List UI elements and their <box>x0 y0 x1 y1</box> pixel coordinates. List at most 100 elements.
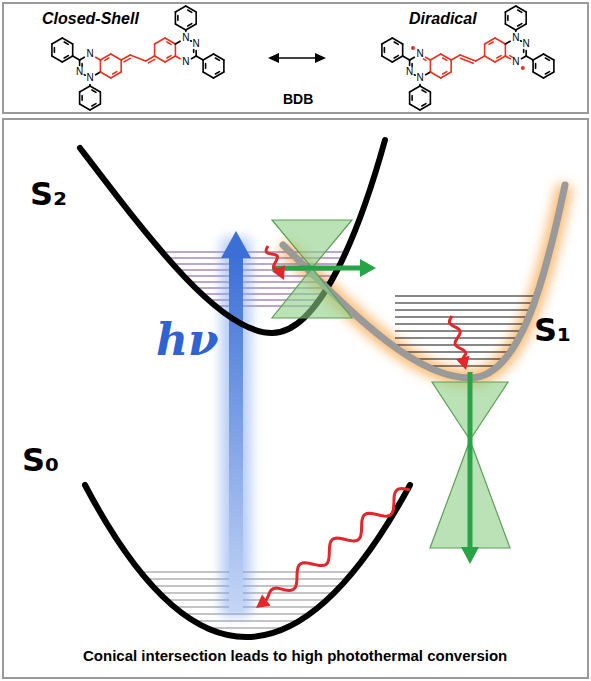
bond <box>92 104 96 106</box>
atom-symbol: N <box>182 57 189 67</box>
bond <box>409 92 411 104</box>
bond <box>410 57 415 60</box>
bond <box>202 60 204 72</box>
bond <box>195 12 197 24</box>
bond <box>450 60 452 72</box>
bond <box>92 90 96 92</box>
bond <box>167 56 171 58</box>
bond <box>384 48 386 53</box>
cone <box>272 220 352 268</box>
bond <box>64 42 68 44</box>
atom-symbol: N <box>193 39 200 49</box>
bond <box>205 64 207 69</box>
bond <box>175 56 180 59</box>
bond <box>426 57 431 60</box>
bond <box>175 12 177 24</box>
atom-symbol: N <box>416 49 423 59</box>
bond <box>510 56 513 57</box>
transfer-arrow <box>272 266 362 271</box>
bond <box>177 16 179 21</box>
radical-dot <box>411 46 415 50</box>
resonance-arrow <box>268 53 326 63</box>
bond <box>175 44 177 56</box>
bond <box>120 60 122 72</box>
s1-curve <box>283 185 565 378</box>
bond <box>460 58 473 63</box>
s0-curve <box>85 485 410 637</box>
bond <box>100 60 102 72</box>
bond <box>392 38 402 44</box>
bond <box>526 56 533 60</box>
bond <box>155 56 165 62</box>
bond <box>525 51 527 57</box>
excitation-glow <box>221 238 251 616</box>
bond <box>193 49 195 52</box>
bond <box>505 24 515 30</box>
bond <box>100 92 102 104</box>
bond <box>451 55 460 60</box>
state-label: S₁ <box>534 314 571 346</box>
transfer-arrow-head <box>360 259 376 277</box>
bond <box>426 72 431 75</box>
bond <box>54 48 56 53</box>
compound-name: BDB <box>283 92 313 107</box>
atom-symbol: N <box>406 67 413 77</box>
atom-symbol: N <box>512 33 519 43</box>
bond <box>505 56 510 59</box>
transfer-arrow-head <box>461 547 479 564</box>
bond <box>394 42 398 44</box>
arrow-head <box>268 53 279 63</box>
bond <box>518 24 522 26</box>
atom-symbol: N <box>523 39 530 49</box>
bond <box>495 38 505 44</box>
bond <box>62 38 72 44</box>
wavy-arrow <box>266 246 279 270</box>
bond <box>382 56 392 62</box>
state-label: S₀ <box>22 444 59 476</box>
bond <box>175 6 185 12</box>
bond <box>414 74 416 76</box>
bond <box>215 72 219 74</box>
bond <box>543 72 553 78</box>
bond <box>422 90 426 92</box>
bond <box>213 72 223 78</box>
bond <box>96 57 101 60</box>
bond <box>423 59 426 60</box>
wavy-arrow-head <box>256 595 271 608</box>
bond <box>80 86 90 92</box>
bond <box>411 96 413 101</box>
bond <box>79 60 81 66</box>
caption-text: Conical intersection leads to high photo… <box>83 648 507 665</box>
bond <box>430 72 440 78</box>
bond <box>441 72 451 78</box>
bond <box>154 44 156 56</box>
excitation-arrow <box>229 256 243 612</box>
bond <box>521 56 526 59</box>
bond <box>191 56 196 59</box>
bond <box>505 6 515 12</box>
bond <box>394 56 398 58</box>
bond <box>460 55 475 61</box>
bond <box>518 10 522 12</box>
transfer-arrow <box>468 372 473 548</box>
bond <box>111 72 121 78</box>
bond <box>113 72 117 74</box>
bond <box>545 72 549 74</box>
bond <box>484 44 486 56</box>
wavy-arrow-head <box>456 356 470 370</box>
bond <box>203 72 213 78</box>
atom-symbol: N <box>86 49 93 59</box>
bond <box>507 16 509 21</box>
bond <box>485 38 495 44</box>
bond <box>155 38 165 44</box>
bond <box>532 60 534 72</box>
bond <box>165 56 175 62</box>
bond <box>553 60 555 72</box>
bond <box>516 24 526 30</box>
bond <box>148 59 154 63</box>
form-label: Diradical <box>409 10 477 28</box>
vibrational-level <box>150 299 400 300</box>
bond <box>443 72 447 74</box>
wavy-arrow-head <box>272 265 285 280</box>
